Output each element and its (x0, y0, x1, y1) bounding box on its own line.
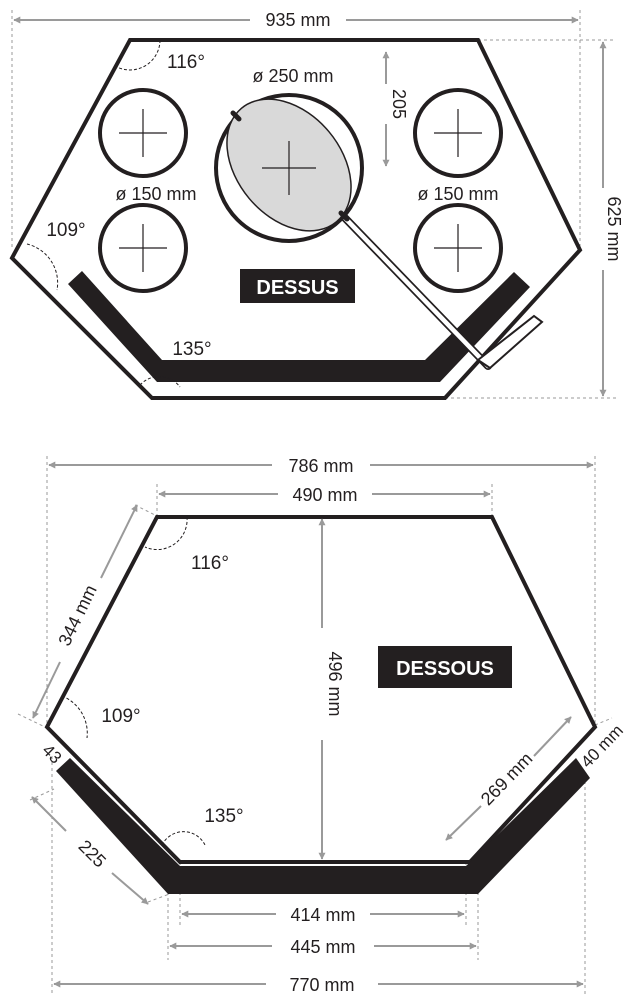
bottom-lower-left-label: 225 (75, 836, 110, 871)
bottom-trim-center (180, 866, 466, 894)
bottom-angle-arcs (61, 516, 206, 846)
burner-back-left (98, 88, 188, 178)
bottom-outline (44, 515, 598, 864)
bottom-inner-bottom-label: 414 mm (290, 905, 355, 925)
top-width-label: 935 mm (265, 10, 330, 30)
bottom-top-width-label: 490 mm (292, 485, 357, 505)
top-angle-top-label: 116° (167, 52, 205, 73)
bottom-outer-bottom-label: 445 mm (290, 937, 355, 957)
burner-large-center (214, 93, 364, 243)
bottom-total-width-label: 786 mm (288, 456, 353, 476)
top-angle-bottom-label: 135° (172, 339, 211, 360)
top-offset-label: 205 (389, 89, 409, 119)
top-view: 935 mm 625 mm 205 ø 250 mm ø 150 mm ø 15… (9, 10, 624, 400)
burner-front-right (413, 203, 503, 293)
top-burner-large-label: ø 250 mm (252, 66, 333, 86)
pan-handle (341, 214, 544, 370)
bottom-height-label: 496 mm (325, 651, 345, 716)
top-angle-arcs (26, 39, 181, 388)
top-view-badge (240, 269, 355, 303)
bottom-angle-top-label: 116° (191, 553, 229, 574)
bottom-extension-lines (17, 456, 613, 995)
top-view-badge-label: DESSUS (256, 277, 338, 299)
bottom-left-edge-label: 43 (38, 741, 65, 768)
bottom-angle-bottom-label: 135° (204, 806, 243, 827)
bottom-trim-left (56, 758, 180, 894)
top-burner-small-left-label: ø 150 mm (115, 184, 196, 204)
bottom-view-badge (378, 646, 512, 688)
burner-front-left (98, 203, 188, 293)
top-depth-label: 625 mm (604, 196, 624, 261)
bottom-trim-right (466, 758, 590, 894)
bottom-view: 786 mm 490 mm 496 mm 344 mm 269 mm 43 40… (17, 456, 627, 995)
top-dimension-lines (13, 16, 607, 397)
bottom-dimension-lines (31, 461, 594, 988)
bottom-bottom-width-label: 770 mm (289, 975, 354, 995)
burner-back-right (413, 88, 503, 178)
bottom-view-badge-label: DESSOUS (396, 658, 494, 680)
top-burner-small-right-label: ø 150 mm (417, 184, 498, 204)
top-angle-side-label: 109° (46, 220, 85, 241)
bottom-angle-side-label: 109° (101, 706, 140, 727)
